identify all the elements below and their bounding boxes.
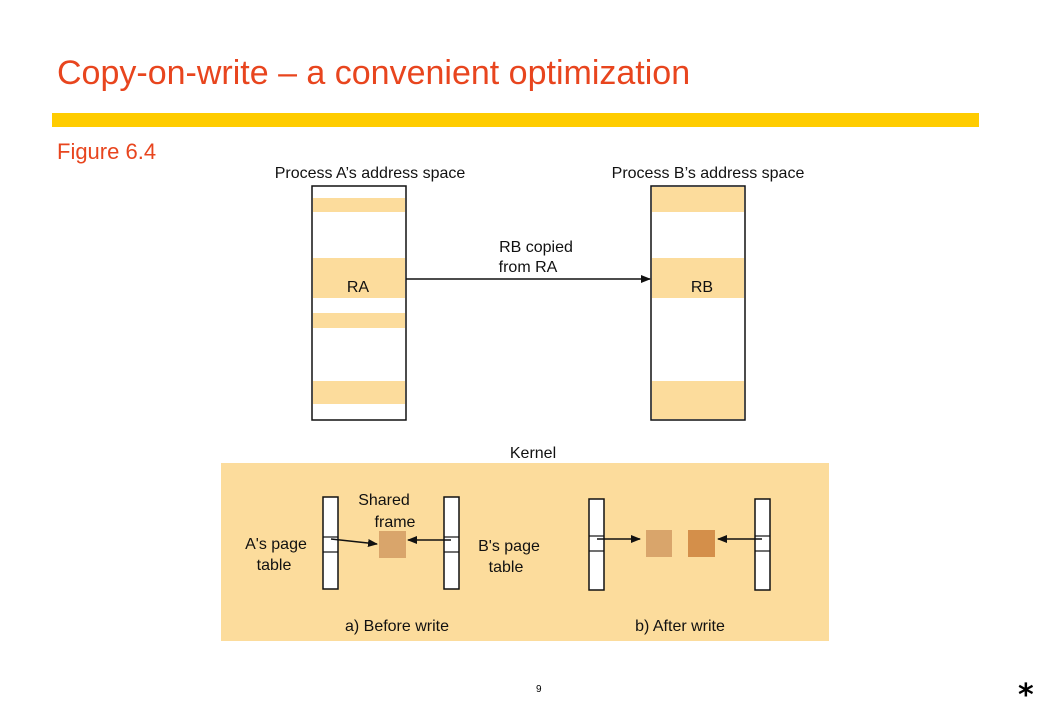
b-page-table-label-line2: table (489, 559, 524, 576)
b-copied-frame (688, 530, 715, 557)
region-rb (652, 258, 744, 298)
title-rule (52, 113, 979, 127)
after-write-caption: b) After write (635, 618, 725, 635)
before-write-caption: a) Before write (345, 618, 449, 635)
page-number: 9 (536, 684, 542, 695)
shared-frame-label-line2: frame (375, 514, 416, 531)
region-ra (313, 258, 405, 298)
slide-title: Copy-on-write – a convenient optimizatio… (57, 54, 691, 92)
process-a-address-space: RA (311, 185, 407, 421)
copy-label-line1: RB copied (499, 239, 573, 256)
footer-mark: * (1018, 678, 1034, 713)
region-rb-label: RB (691, 279, 713, 296)
before-write-panel: Shared frame A's page table B's page tab… (245, 492, 540, 635)
b-page-table-after (754, 498, 771, 591)
after-write-panel: b) After write (588, 498, 771, 635)
process-b-region (652, 381, 744, 419)
shared-frame-label-line1: Shared (358, 492, 410, 509)
process-a-region (313, 381, 405, 404)
b-page-table (443, 496, 460, 590)
kernel-label: Kernel (510, 445, 556, 462)
a-page-table-after (588, 498, 605, 591)
a-page-table (322, 496, 339, 590)
process-a-label: Process A’s address space (275, 165, 466, 182)
b-page-table-label-line1: B's page (478, 538, 540, 555)
region-ra-label: RA (347, 279, 370, 296)
a-to-shared-arrow (330, 538, 378, 548)
shared-frame (379, 531, 406, 558)
copy-label-line2: from RA (499, 259, 558, 276)
a-page-table-label-line1: A's page (245, 536, 307, 553)
a-frame-after (646, 530, 672, 557)
process-b-address-space: RB (650, 185, 746, 421)
figure-label: Figure 6.4 (57, 139, 157, 164)
a-page-table-label-line2: table (257, 557, 292, 574)
process-b-region (652, 187, 744, 212)
process-a-region (313, 198, 405, 212)
process-b-label: Process B’s address space (612, 165, 805, 182)
process-a-region (313, 313, 405, 328)
